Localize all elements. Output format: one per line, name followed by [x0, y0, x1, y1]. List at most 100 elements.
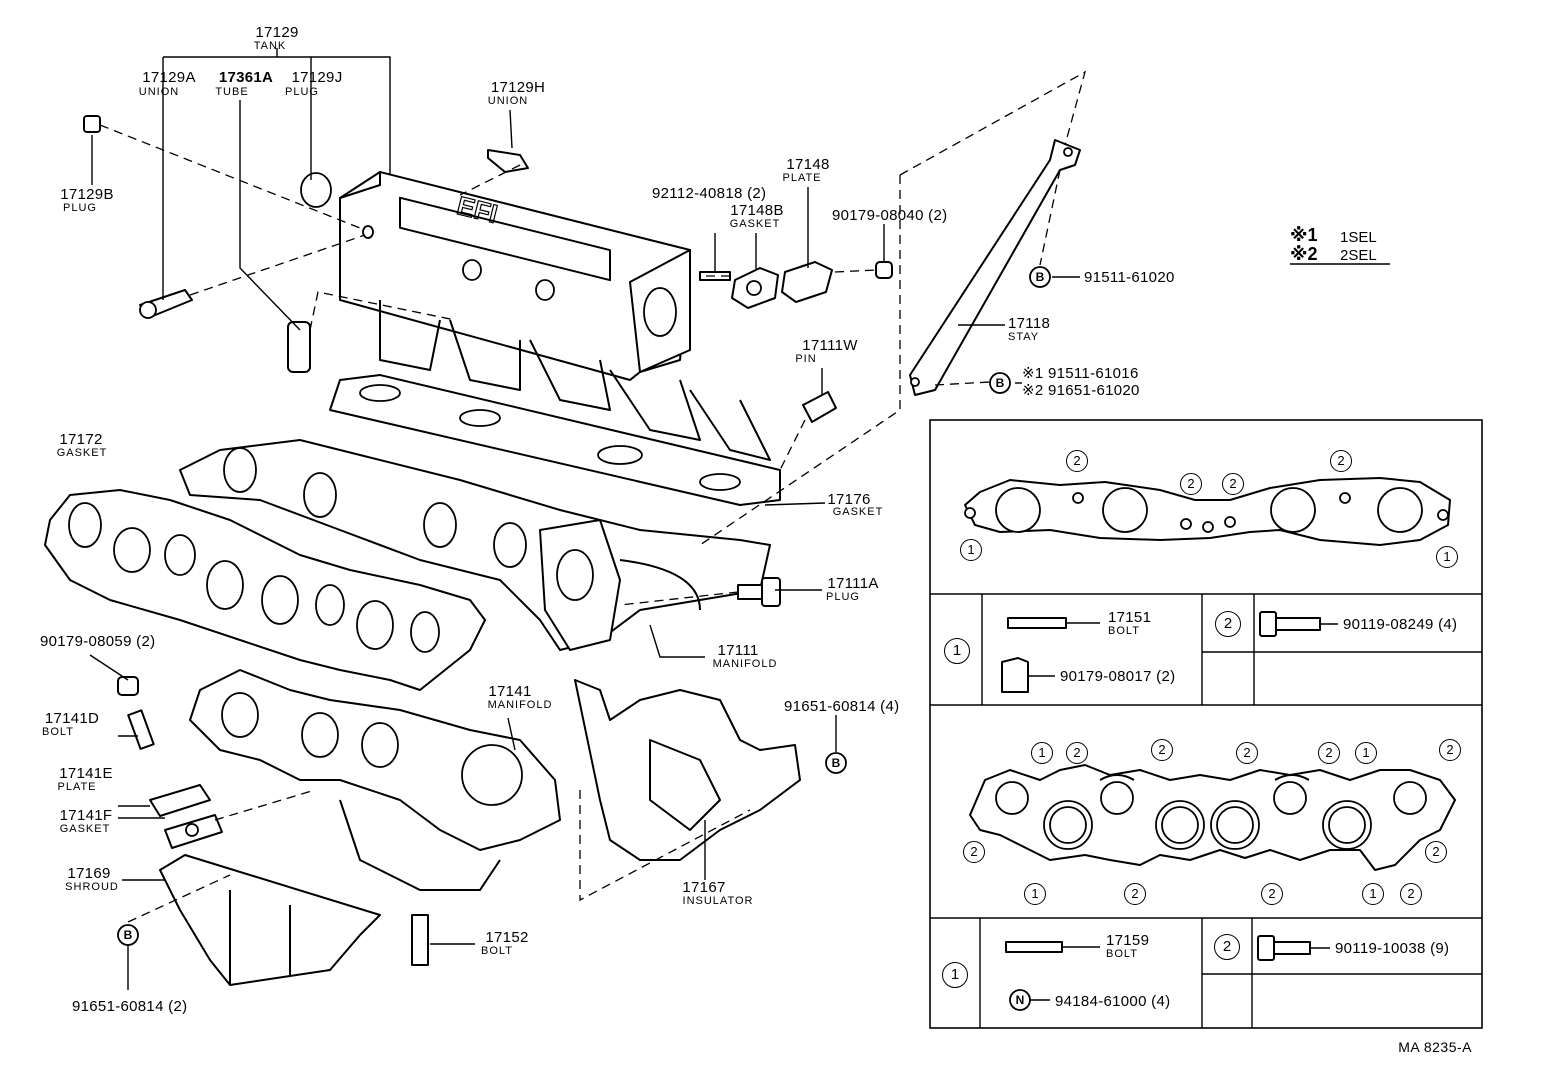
part-17129J-desc: PLUG [285, 86, 319, 98]
part-17361A-desc: TUBE [215, 86, 249, 98]
table-gasket-bottom [969, 764, 1456, 871]
part-17111-desc: MANIFOLD [712, 658, 778, 670]
part-17141E-number: 17141E [59, 765, 113, 782]
gasket-bottom-marker: 1 [1355, 742, 1377, 764]
gasket-bottom-marker: 1 [1031, 742, 1053, 764]
part-17141D-desc: BOLT [42, 726, 74, 738]
gasket-top-marker: 2 [1066, 450, 1088, 472]
part-17111-number: 17111 [717, 642, 759, 659]
table2-nut-number: 94184-61000 (4) [1055, 993, 1171, 1010]
part-17111W-desc: PIN [795, 353, 817, 365]
part-17129A-desc: UNION [138, 86, 180, 98]
part-17148-number: 17148 [786, 156, 830, 173]
b-mark-91651-60814-4: B [831, 756, 841, 770]
manifold-17141-drawing [189, 669, 561, 891]
shroud-17169-drawing [159, 854, 381, 986]
table2-bolt-number: 17159 [1106, 932, 1150, 949]
gasket-bottom-marker: 1 [1362, 883, 1384, 905]
gasket-top-marker: 1 [960, 539, 982, 561]
insulator-17167-drawing [574, 679, 801, 861]
dashed-leader-lines [99, 70, 1087, 923]
part-17141-number: 17141 [488, 683, 532, 700]
gasket-top-marker: 2 [1330, 450, 1352, 472]
gasket-bottom-marker: 2 [1261, 883, 1283, 905]
gasket-bottom-marker: 2 [1439, 739, 1461, 761]
b-mark-stay: B [995, 376, 1005, 390]
part-17172-number: 17172 [59, 431, 103, 448]
part-17361A-number: 17361A [218, 69, 274, 86]
part-17111A-number: 17111A [827, 575, 879, 592]
table1-row2-marker: 2 [1215, 611, 1241, 637]
gasket-bottom-marker: 2 [1318, 742, 1340, 764]
gasket-bottom-marker: 2 [1124, 883, 1146, 905]
table-fastener-icons [1001, 611, 1338, 1011]
part-17148B-number: 17148B [730, 202, 784, 219]
part-91651-61020-number: ※2 91651-61020 [1022, 382, 1140, 399]
table2-row2-marker: 2 [1214, 934, 1240, 960]
part-17111W-number: 17111W [802, 337, 858, 354]
table1-bolt-number: 17151 [1108, 609, 1152, 626]
part-91651-60814-2-number: 91651-60814 (2) [72, 998, 188, 1015]
part-17111A-desc: PLUG [826, 591, 860, 603]
gasket-bottom-marker: 2 [1066, 742, 1088, 764]
part-17169-number: 17169 [67, 865, 111, 882]
gasket-top-marker: 2 [1180, 473, 1202, 495]
gasket-bottom-marker: 1 [1024, 883, 1046, 905]
gasket-17176-drawing [329, 374, 781, 506]
gasket-17172-drawing [44, 489, 486, 691]
b-mark-91511-61020: B [1035, 270, 1045, 284]
part-17176-number: 17176 [827, 491, 871, 508]
legend-text-1: 1SEL [1340, 229, 1377, 246]
part-17129B-desc: PLUG [63, 202, 97, 214]
table1-bolt2-number: 90119-08249 (4) [1343, 616, 1458, 633]
gasket-bottom-marker: 2 [1425, 841, 1447, 863]
air-tank-drawing: EFI [339, 171, 771, 461]
part-17129-desc: TANK [253, 40, 287, 52]
table-gasket-top [964, 477, 1451, 546]
table1-bolt-desc: BOLT [1108, 625, 1140, 637]
part-17129B-number: 17129B [60, 186, 114, 203]
legend-text-2: 2SEL [1340, 247, 1377, 264]
legend-mark-1: ※1 [1290, 225, 1318, 245]
part-17172-desc: GASKET [56, 447, 108, 459]
legend-mark-2: ※2 [1290, 244, 1318, 264]
drawing-code: MA 8235-A [1398, 1039, 1472, 1055]
gasket-top-marker: 2 [1222, 473, 1244, 495]
b-symbols [117, 266, 1051, 946]
part-17141E-desc: PLATE [57, 781, 97, 793]
part-17176-desc: GASKET [832, 506, 884, 518]
part-17129-number: 17129 [255, 24, 299, 41]
part-17129A-number: 17129A [142, 69, 196, 86]
solid-leader-lines [89, 48, 1080, 990]
part-17141D-number: 17141D [44, 710, 100, 727]
gasket-bottom-marker: 2 [963, 841, 985, 863]
table2-bolt-desc: BOLT [1106, 948, 1138, 960]
gasket-top-marker: 1 [1436, 546, 1458, 568]
manifold-17111-drawing [179, 439, 771, 651]
part-17129J-number: 17129J [291, 69, 343, 86]
part-91511-61016-number: ※1 91511-61016 [1022, 365, 1139, 382]
part-17167-desc: INSULATOR [682, 895, 754, 907]
n-mark-94184: N [1015, 993, 1025, 1007]
part-90179-08059-number: 90179-08059 (2) [40, 633, 156, 650]
b-mark-91651-60814-2: B [123, 928, 133, 942]
part-17141F-number: 17141F [59, 807, 113, 824]
gasket-bottom-marker: 2 [1400, 883, 1422, 905]
part-17148-desc: PLATE [782, 172, 822, 184]
table2-row1-marker: 1 [942, 962, 968, 988]
part-17167-number: 17167 [682, 879, 726, 896]
table2-bolt2-number: 90119-10038 (9) [1335, 940, 1450, 957]
part-90179-08040-number: 90179-08040 (2) [832, 207, 948, 224]
part-17129H-desc: UNION [487, 95, 529, 107]
part-17152-number: 17152 [485, 929, 529, 946]
part-17118-desc: STAY [1008, 331, 1040, 343]
part-17152-desc: BOLT [481, 945, 513, 957]
table1-nut-number: 90179-08017 (2) [1060, 668, 1176, 685]
reference-table-frame [929, 419, 1483, 1029]
part-17129H-number: 17129H [490, 79, 546, 96]
gasket-bottom-marker: 2 [1151, 739, 1173, 761]
gasket-bottom-marker: 2 [1236, 742, 1258, 764]
part-17148B-desc: GASKET [729, 218, 781, 230]
